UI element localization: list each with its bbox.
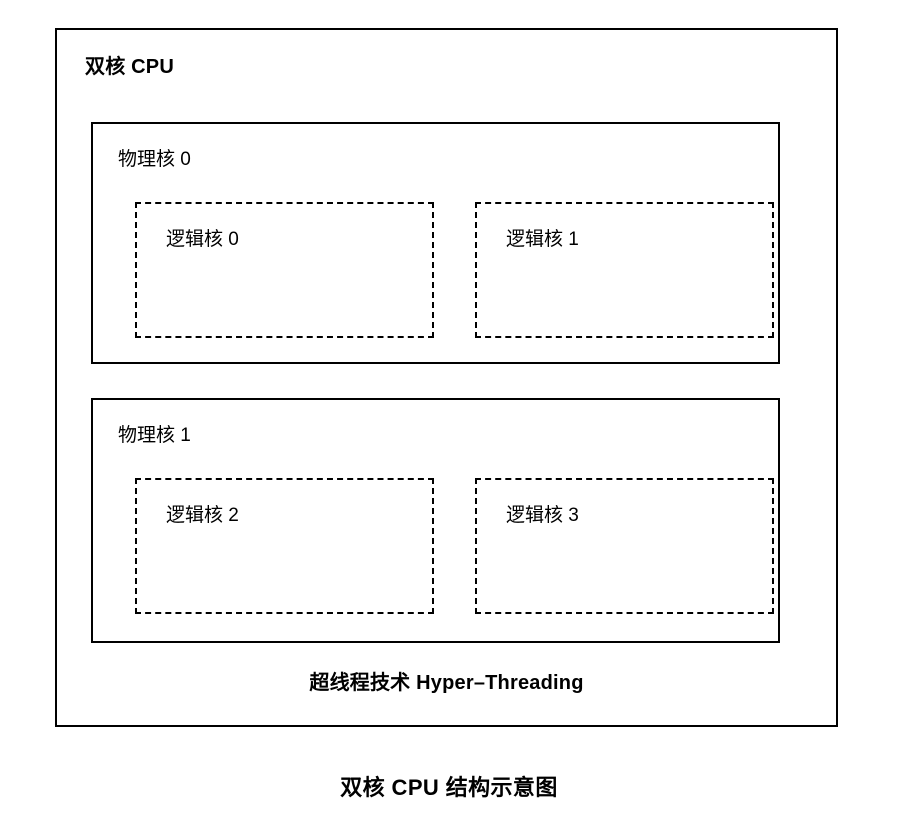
logical-core-2-box: 逻辑核 2 [135,478,434,614]
logical-core-3-box: 逻辑核 3 [475,478,774,614]
logical-core-0-box: 逻辑核 0 [135,202,434,338]
physical-core-1-label: 物理核 1 [118,425,191,446]
physical-core-0-box: 物理核 0 逻辑核 0 逻辑核 1 [91,122,780,364]
cpu-package-title: 双核 CPU [85,56,174,78]
logical-core-0-label: 逻辑核 0 [166,229,239,250]
logical-core-1-label: 逻辑核 1 [506,229,579,250]
hyper-threading-label: 超线程技术 Hyper–Threading [309,672,584,694]
physical-core-0-label: 物理核 0 [118,149,191,170]
cpu-package-box: 双核 CPU 物理核 0 逻辑核 0 逻辑核 1 物理核 1 逻辑核 2 逻辑核… [55,28,838,727]
figure-caption: 双核 CPU 结构示意图 [340,775,558,800]
logical-core-1-box: 逻辑核 1 [475,202,774,338]
logical-core-3-label: 逻辑核 3 [506,505,579,526]
logical-core-2-label: 逻辑核 2 [166,505,239,526]
physical-core-1-box: 物理核 1 逻辑核 2 逻辑核 3 [91,398,780,643]
